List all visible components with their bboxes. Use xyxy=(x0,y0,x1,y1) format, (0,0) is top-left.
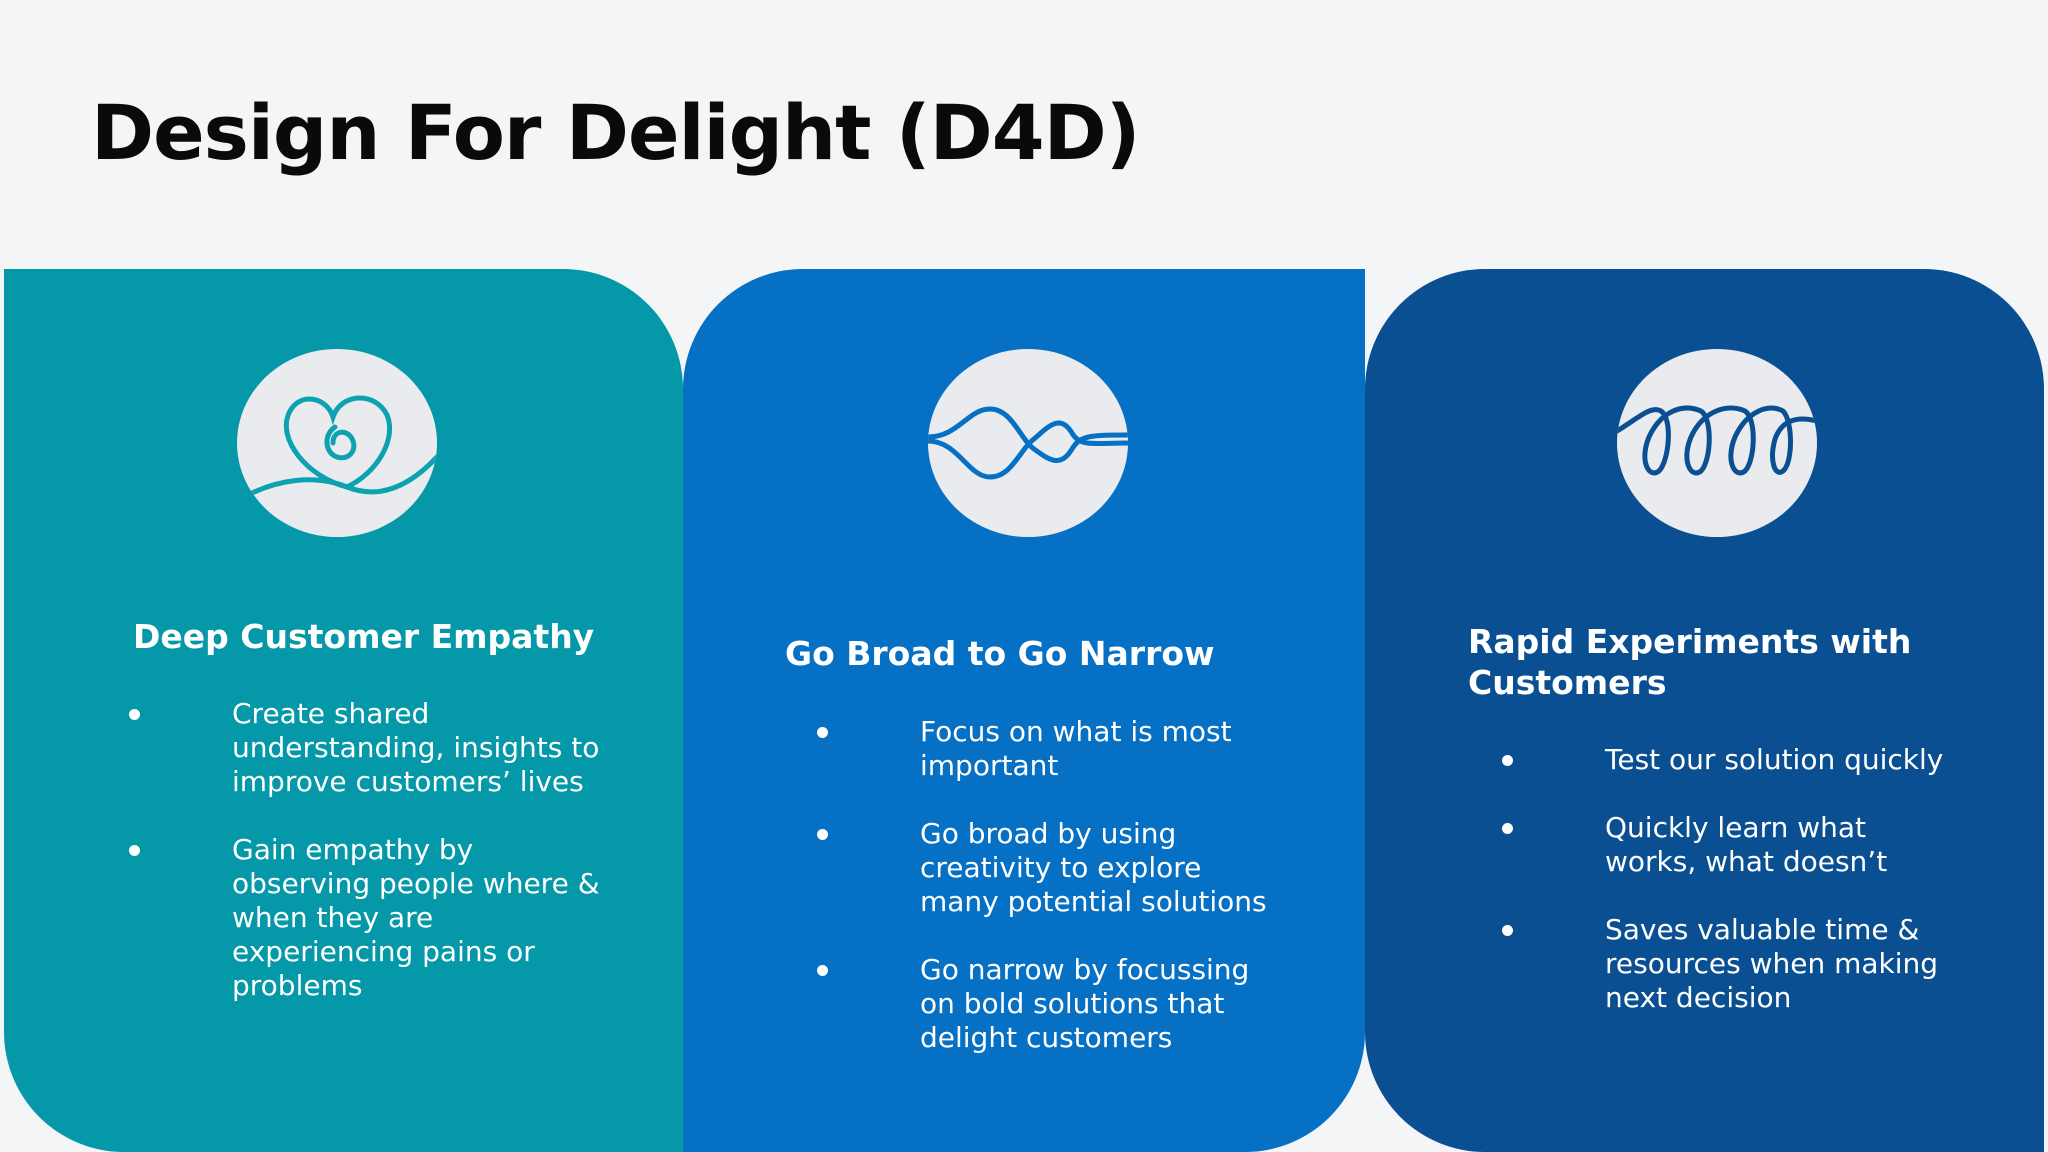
bullet-item: Saves valuable time & resources when mak… xyxy=(1502,913,1962,1015)
panel-heading: Go Broad to Go Narrow xyxy=(785,634,1215,673)
bullet-text: Saves valuable time & resources when mak… xyxy=(1605,913,1939,1014)
bullet-text: Go broad by using creativity to explore … xyxy=(920,817,1267,918)
spiral-loops-icon xyxy=(1617,349,1817,537)
bullet-list: Focus on what is most important Go broad… xyxy=(817,715,1277,1089)
bullet-dot-icon xyxy=(1502,925,1513,936)
bullet-item: Go broad by using creativity to explore … xyxy=(817,817,1277,919)
bullet-dot-icon xyxy=(817,829,828,840)
bullet-item: Create shared understanding, insights to… xyxy=(129,697,609,799)
slide-title: Design For Delight (D4D) xyxy=(91,88,1140,177)
bullet-dot-icon xyxy=(1502,755,1513,766)
bullet-list: Create shared understanding, insights to… xyxy=(129,697,609,1037)
bullet-item: Test our solution quickly xyxy=(1502,743,1962,777)
bullet-item: Quickly learn what works, what doesn’t xyxy=(1502,811,1962,879)
bullet-text: Test our solution quickly xyxy=(1605,743,1944,776)
heart-loop-icon xyxy=(237,349,437,537)
bullet-text: Go narrow by focussing on bold solutions… xyxy=(920,953,1250,1054)
panel-go-broad-to-go-narrow: Go Broad to Go Narrow Focus on what is m… xyxy=(683,269,1365,1152)
bullet-text: Quickly learn what works, what doesn’t xyxy=(1605,811,1888,878)
panel-deep-customer-empathy: Deep Customer Empathy Create shared unde… xyxy=(4,269,683,1152)
bullet-dot-icon xyxy=(129,845,140,856)
bullet-dot-icon xyxy=(129,709,140,720)
bullet-text: Focus on what is most important xyxy=(920,715,1232,782)
bullet-dot-icon xyxy=(1502,823,1513,834)
bullet-dot-icon xyxy=(817,727,828,738)
bullet-item: Gain empathy by observing people where &… xyxy=(129,833,609,1003)
bullet-item: Focus on what is most important xyxy=(817,715,1277,783)
bullet-text: Gain empathy by observing people where &… xyxy=(232,833,600,1002)
bullet-dot-icon xyxy=(817,965,828,976)
panel-heading: Deep Customer Empathy xyxy=(133,617,595,656)
wave-crossing-icon xyxy=(928,349,1128,537)
bullet-text: Create shared understanding, insights to… xyxy=(232,697,600,798)
panel-heading: Rapid Experiments with Customers xyxy=(1468,622,1912,702)
panel-rapid-experiments: Rapid Experiments with Customers Test ou… xyxy=(1365,269,2044,1152)
bullet-list: Test our solution quickly Quickly learn … xyxy=(1502,743,1962,1049)
bullet-item: Go narrow by focussing on bold solutions… xyxy=(817,953,1277,1055)
